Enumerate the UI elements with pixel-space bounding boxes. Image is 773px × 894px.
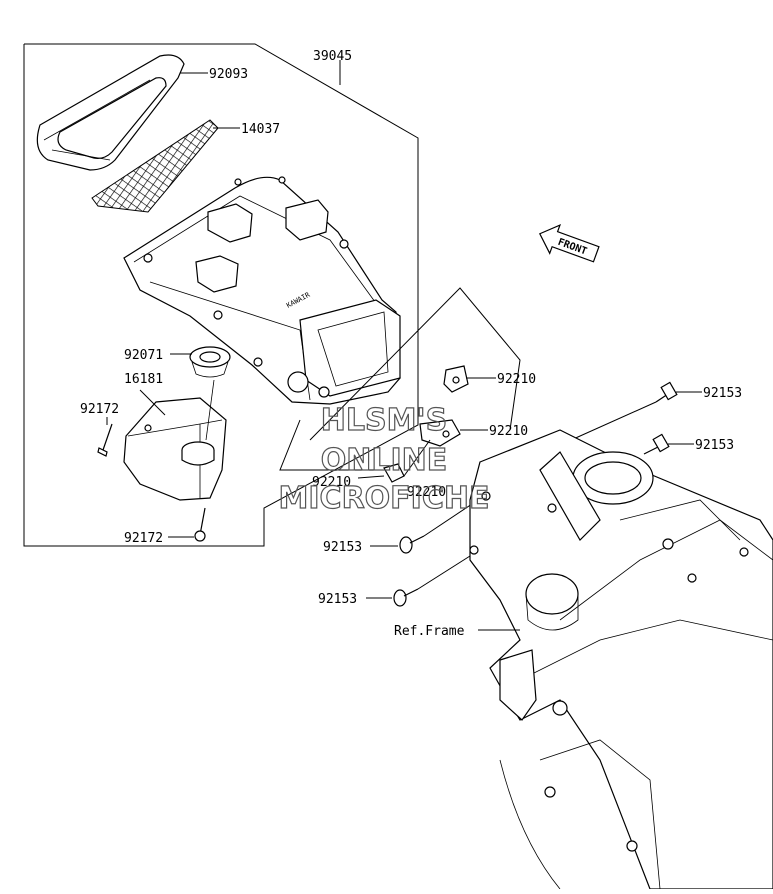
leader-16181	[139, 389, 166, 416]
ref-frame-label: Ref.Frame	[394, 624, 465, 639]
clip-92210-b	[419, 419, 461, 447]
part-label-92093: 92093	[209, 67, 248, 82]
part-label-92153-b: 92153	[695, 438, 734, 453]
part-label-92071: 92071	[124, 348, 163, 363]
watermark-line-3: MICROFICHE	[279, 481, 490, 516]
watermark-line-1: HLSM'S	[321, 403, 447, 438]
part-label-92210-c: 92210	[312, 475, 351, 490]
bolt-92153-b	[643, 433, 670, 455]
guide-lines-2	[279, 419, 380, 471]
bolt-guide-line-a	[423, 499, 479, 537]
part-label-16181: 16181	[124, 372, 163, 387]
leader-92210-c	[357, 475, 385, 479]
tank	[123, 379, 227, 501]
watermark-line-2: ONLINE	[321, 443, 448, 478]
front-arrow-icon: FRONT	[538, 224, 600, 263]
guide-lines	[309, 287, 521, 441]
bolt-92153-c	[399, 535, 425, 554]
part-label-14037: 14037	[241, 122, 280, 137]
inlet-trim-frame	[36, 54, 185, 171]
part-label-92153-d: 92153	[318, 592, 357, 607]
part-label-92153-a: 92153	[703, 386, 742, 401]
clip-92210-a	[443, 365, 469, 393]
air-duct: KAWAIR	[123, 176, 401, 405]
assembly-boundary	[23, 43, 419, 547]
part-label-92172-upper: 92172	[80, 402, 119, 417]
screw-92172-upper	[97, 423, 113, 457]
assembly-number-label: 39045	[313, 49, 352, 64]
frame	[469, 429, 773, 890]
bolt-guide-line-b	[417, 555, 471, 590]
grommet	[189, 346, 231, 378]
part-label-92210-d: 92210	[407, 485, 446, 500]
bolt-92153-a	[655, 381, 678, 403]
screw-92172-lower	[194, 507, 206, 542]
part-label-92172-lower: 92172	[124, 531, 163, 546]
part-label-92210-b: 92210	[489, 424, 528, 439]
watermark: HLSM'S ONLINE MICROFICHE	[278, 402, 490, 516]
bolt-92153-d	[393, 588, 419, 607]
leader-92210-d	[403, 439, 431, 477]
part-label-92153-c: 92153	[323, 540, 362, 555]
screen-mesh	[91, 119, 219, 213]
part-label-92210-a: 92210	[497, 372, 536, 387]
